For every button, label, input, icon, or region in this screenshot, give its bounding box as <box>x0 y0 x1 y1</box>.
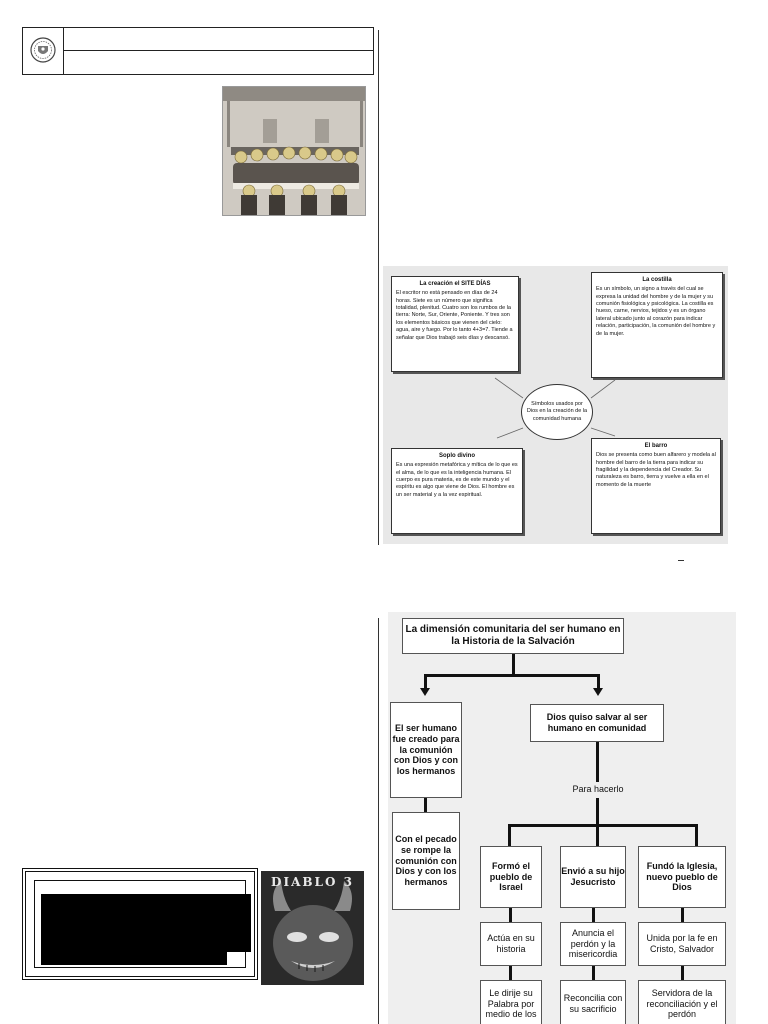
diablo-cover-image: DIABLO 3 <box>261 871 364 985</box>
creation-symbols-diagram: La creación el SITE DÍAS El escritor no … <box>383 266 728 544</box>
flow-line <box>424 674 427 688</box>
flow-line <box>695 824 698 846</box>
fresco-picture <box>223 87 365 215</box>
flow-col1-head: Formó el pueblo de Israel <box>480 846 542 908</box>
flow-line <box>508 824 698 827</box>
demon-face-picture <box>261 871 364 985</box>
flow-line <box>597 674 600 688</box>
fresco-image <box>222 86 366 216</box>
flow-box-sin-breaks-communion: Con el pecado se rompe la comunión con D… <box>392 812 460 910</box>
flow-line <box>596 824 599 846</box>
flow-col2-mid: Anuncia el perdón y la misericordia <box>560 922 626 966</box>
card-title: La creación el SITE DÍAS <box>419 281 491 287</box>
card-title: La costilla <box>642 277 672 283</box>
framed-redaction-box <box>22 868 258 980</box>
card-body: Es una expresión metafórica y mítica de … <box>396 462 518 498</box>
flow-col3-low: Servidora de la reconciliación y el perd… <box>638 980 726 1024</box>
flow-col3-head: Fundó la Iglesia, nuevo pueblo de Dios <box>638 846 726 908</box>
flow-col2-head: Envió a su hijo Jesucristo <box>560 846 626 908</box>
card-title: Soplo divino <box>439 453 475 459</box>
card-clay: El barro Dios se presenta como buen alfa… <box>591 438 721 534</box>
flow-box-created-for-communion: El ser humano fue creado para la comunió… <box>390 702 462 798</box>
inner-frame <box>34 880 251 968</box>
flow-col2-low: Reconcilia con su sacrificio <box>560 980 626 1024</box>
arrow-down-icon <box>420 688 430 696</box>
header-row-1 <box>63 28 373 51</box>
flow-connector-text: Para hacerlo <box>572 784 624 794</box>
small-dash <box>678 560 684 561</box>
flow-line <box>592 966 595 980</box>
arrow-down-icon <box>593 688 603 696</box>
flow-line <box>509 908 512 922</box>
card-title: El barro <box>644 443 668 449</box>
header-row-2 <box>63 50 373 74</box>
flow-line <box>596 798 599 826</box>
flow-col3-mid: Unida por la fe en Cristo, Salvador <box>638 922 726 966</box>
seal-icon <box>30 37 56 63</box>
flow-box-god-wanted-to-save: Dios quiso salvar al ser humano en comun… <box>530 704 664 742</box>
black-block <box>41 894 251 952</box>
flow-col1-low: Le dirije su Palabra por medio de los <box>480 980 542 1024</box>
card-body: Es un símbolo, un signo a través del cua… <box>596 286 716 337</box>
flow-line <box>512 654 515 676</box>
diagram-arrows <box>494 377 616 439</box>
flow-line <box>424 674 600 677</box>
card-seven-days: La creación el SITE DÍAS El escritor no … <box>391 276 519 372</box>
card-body: Dios se presenta como buen alfarero y mo… <box>596 452 716 488</box>
flow-line <box>681 966 684 980</box>
school-seal <box>23 28 64 74</box>
column-divider-top <box>378 30 379 545</box>
flow-line <box>508 824 511 846</box>
center-oval: Símbolos usados por Dios en la creación … <box>521 384 593 440</box>
card-body: El escritor no está pensado en días de 2… <box>396 290 513 341</box>
flow-line <box>681 908 684 922</box>
flow-col1-mid: Actúa en su historia <box>480 922 542 966</box>
card-rib: La costilla Es un símbolo, un signo a tr… <box>591 272 723 378</box>
game-logo: DIABLO 3 <box>271 875 354 889</box>
flow-line <box>424 798 427 812</box>
flow-line <box>596 742 599 782</box>
header-table <box>22 27 374 75</box>
card-divine-breath: Soplo divino Es una expresión metafórica… <box>391 448 523 534</box>
flow-line <box>592 908 595 922</box>
flow-line <box>509 966 512 980</box>
column-divider-bottom <box>378 618 379 1024</box>
salvation-history-flowchart: La dimensión comunitaria del ser humano … <box>388 612 736 1024</box>
black-block-lower <box>41 952 227 965</box>
flow-title-box: La dimensión comunitaria del ser humano … <box>402 618 624 654</box>
